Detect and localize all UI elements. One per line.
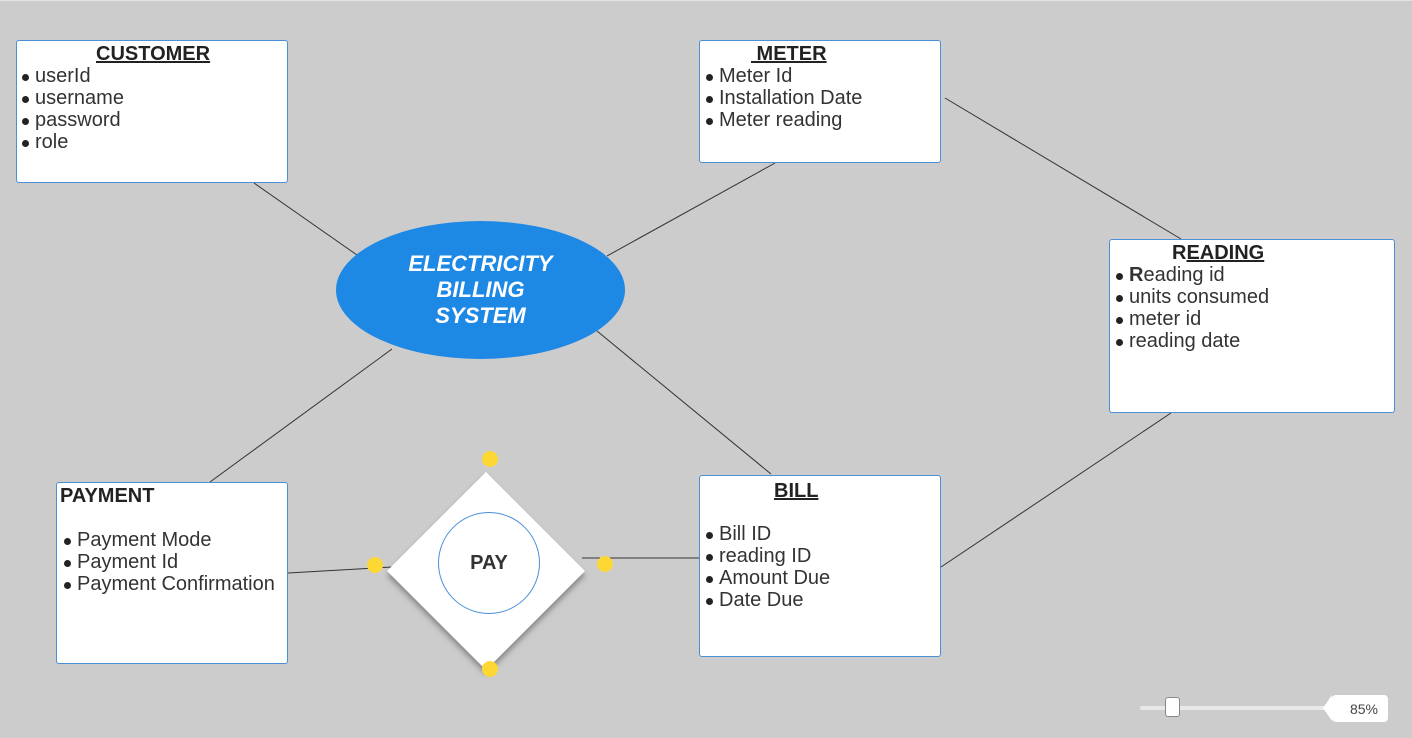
zoom-slider-thumb[interactable] <box>1165 697 1180 717</box>
entity-customer-attributes: userId username password role <box>21 65 124 153</box>
selection-handle-right[interactable] <box>597 556 613 572</box>
entity-customer[interactable]: CUSTOMER userId username password role <box>16 40 288 183</box>
pay-relationship-label[interactable]: PAY <box>438 512 540 614</box>
entity-payment-title: PAYMENT <box>60 485 155 507</box>
connector-customer-center <box>253 182 358 256</box>
attribute-item: Bill ID <box>705 523 830 545</box>
entity-bill[interactable]: BILL Bill ID reading ID Amount Due Date … <box>699 475 941 657</box>
attribute-item: Payment Id <box>63 551 275 573</box>
top-border <box>0 0 1412 1</box>
attribute-item: Installation Date <box>705 87 862 109</box>
system-ellipse-label: ELECTRICITY BILLING SYSTEM <box>408 251 553 328</box>
connector-meter-reading <box>944 97 1182 240</box>
selection-handle-bottom[interactable] <box>482 661 498 677</box>
system-ellipse[interactable]: ELECTRICITY BILLING SYSTEM <box>336 221 625 359</box>
zoom-level-badge: 85% <box>1323 695 1388 722</box>
entity-payment[interactable]: PAYMENT Payment Mode Payment Id Payment … <box>56 482 288 664</box>
entity-bill-attributes: Bill ID reading ID Amount Due Date Due <box>705 523 830 611</box>
attribute-item: meter id <box>1115 308 1269 330</box>
attribute-item: username <box>21 87 124 109</box>
attribute-item: Payment Mode <box>63 529 275 551</box>
attribute-item: reading ID <box>705 545 830 567</box>
selection-handle-left[interactable] <box>367 557 383 573</box>
pay-label-text: PAY <box>470 551 508 574</box>
attribute-item: password <box>21 109 124 131</box>
connector-reading-bill <box>940 412 1172 568</box>
attribute-item: Meter reading <box>705 109 862 131</box>
attribute-item: userId <box>21 65 124 87</box>
entity-payment-attributes: Payment Mode Payment Id Payment Confirma… <box>63 529 275 595</box>
entity-meter[interactable]: METER Meter Id Installation Date Meter r… <box>699 40 941 163</box>
attribute-item: units consumed <box>1115 286 1269 308</box>
connector-bill-center <box>596 330 772 475</box>
attribute-item: Reading id <box>1115 264 1269 286</box>
connector-payment-center <box>209 348 393 483</box>
entity-meter-title: METER <box>751 43 827 65</box>
selection-handle-top[interactable] <box>482 451 498 467</box>
entity-reading[interactable]: READING Reading id units consumed meter … <box>1109 239 1395 413</box>
zoom-slider-track[interactable] <box>1140 706 1340 710</box>
attribute-item: role <box>21 131 124 153</box>
entity-reading-attributes: Reading id units consumed meter id readi… <box>1115 264 1269 352</box>
attribute-item: reading date <box>1115 330 1269 352</box>
entity-reading-title: READING <box>1172 242 1265 264</box>
zoom-level-text: 85% <box>1349 700 1379 717</box>
attribute-item: Amount Due <box>705 567 830 589</box>
attribute-item: Payment Confirmation <box>63 573 275 595</box>
attribute-item: Date Due <box>705 589 830 611</box>
connector-meter-center <box>606 162 776 257</box>
entity-customer-title: CUSTOMER <box>96 43 211 65</box>
entity-meter-attributes: Meter Id Installation Date Meter reading <box>705 65 862 131</box>
entity-bill-title: BILL <box>774 480 819 502</box>
attribute-item: Meter Id <box>705 65 862 87</box>
